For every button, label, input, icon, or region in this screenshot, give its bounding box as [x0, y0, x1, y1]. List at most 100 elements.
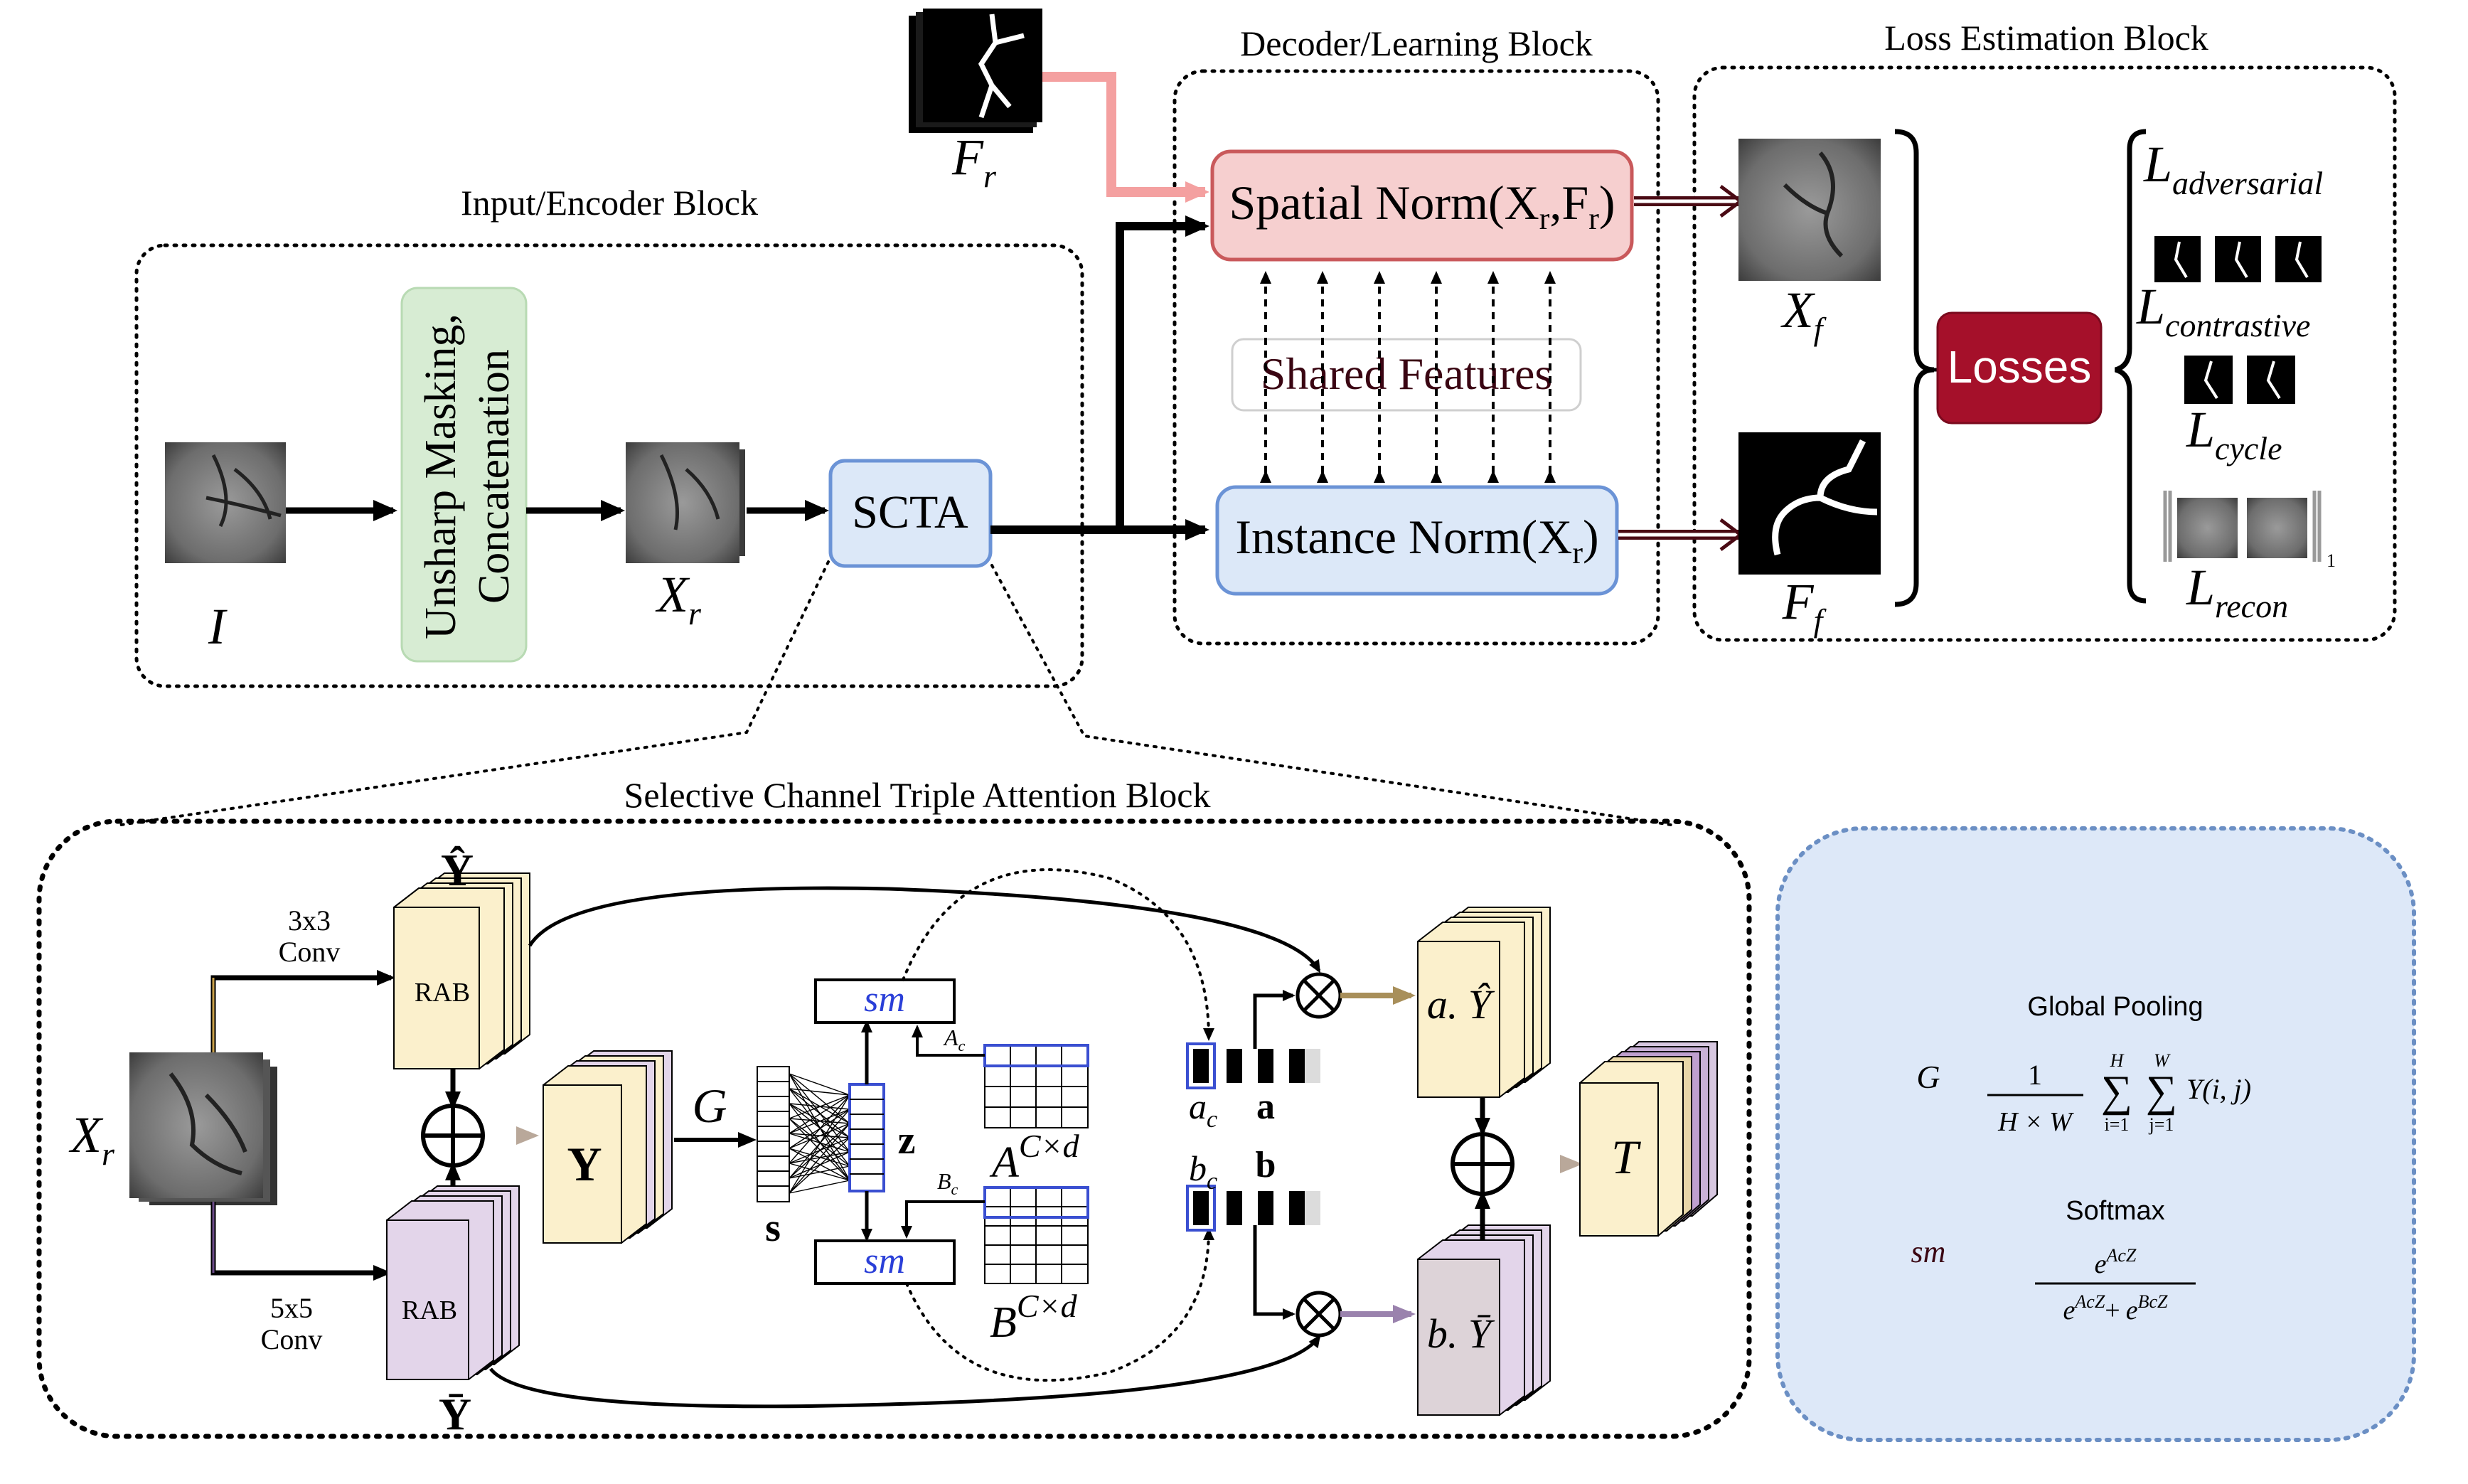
decoder-frame [1172, 69, 1660, 646]
b-matrix-label: BC×d [990, 1288, 1078, 1347]
y-stack [543, 1050, 673, 1244]
s-label: s [765, 1206, 781, 1250]
svg-text:Y(i, j): Y(i, j) [2186, 1073, 2251, 1105]
b-ybar-label: b. Ȳ [1427, 1310, 1495, 1357]
ff-label: Ff [1782, 573, 1827, 639]
cycle-thumbnails [2184, 356, 2295, 404]
g-label: G [692, 1079, 727, 1133]
b-to-mult-bottom [1253, 1225, 1296, 1320]
rab-top-label: RAB [415, 978, 470, 1008]
input-encoder-frame [134, 243, 1084, 688]
decoder-title: Decoder/Learning Block [1240, 23, 1593, 63]
sum-node-left [421, 1104, 485, 1168]
svg-text:1: 1 [2028, 1059, 2042, 1091]
scta-xr-image [129, 1052, 277, 1205]
svg-text:W: W [2154, 1050, 2171, 1071]
arrow-fr-to-spatial [1042, 72, 1209, 203]
svg-text:H: H [2110, 1050, 2125, 1071]
a-yhat-stack [1417, 907, 1551, 1098]
arc-sm-bottom-to-bc [905, 1227, 1214, 1382]
b-vector [1186, 1185, 1320, 1232]
shared-features-label: Shared Features [1261, 348, 1553, 399]
softmax-title: Softmax [2066, 1196, 2164, 1226]
loss-contrastive: Lcontrastive [2136, 278, 2310, 343]
input-xray-image [165, 442, 286, 563]
a-to-mult-top [1253, 990, 1296, 1049]
input-encoder-title: Input/Encoder Block [461, 183, 758, 223]
loss-adversarial: Ladversarial [2143, 136, 2323, 201]
loss-recon: Lrecon [2186, 559, 2288, 624]
global-pooling-formula: 1 H × W H ∑ i=1 W ∑ j=1 Y(i, j) [1987, 1050, 2251, 1137]
zoom-line-right [990, 564, 1672, 826]
svg-text:i=1: i=1 [2105, 1114, 2130, 1135]
a-matrix-label: AC×d [989, 1128, 1080, 1187]
recon-norm-subscript: 1 [2327, 550, 2336, 571]
sum-node-right [1451, 1132, 1515, 1196]
mult-node-bottom [1296, 1291, 1342, 1338]
y-label: Y [567, 1137, 602, 1191]
input-label: I [208, 598, 228, 655]
sm-bottom-box [814, 1239, 956, 1285]
recon-thumbnails [2163, 491, 2322, 562]
legend-g-symbol: G [1916, 1059, 1940, 1095]
t-output-stack [1579, 1041, 1718, 1237]
ac-vec-label: ac [1189, 1087, 1217, 1133]
loss-frame [1692, 65, 2397, 642]
global-pooling-title: Global Pooling [2027, 992, 2203, 1022]
ac-small-label: Ac [943, 1025, 966, 1055]
softmax-formula: eAcZ eAcZ+eBcZ [2035, 1245, 2196, 1325]
fr-label: Fr [951, 129, 997, 194]
instance-norm-label: Instance Norm(Xr) [1235, 510, 1598, 570]
a-vector [1186, 1042, 1320, 1089]
unsharp-label-line1: Unsharp Masking, [417, 314, 465, 639]
arrow-scta-to-spatial [1116, 215, 1209, 530]
ac-arrow [912, 1025, 985, 1057]
z-label: z [898, 1119, 916, 1163]
loss-title: Loss Estimation Block [1884, 18, 2208, 58]
output-arrow-ff [1618, 518, 1744, 551]
svg-text:eAcZ: eAcZ [2095, 1245, 2137, 1279]
scta-xr-label: Xr [68, 1106, 115, 1172]
scta-title: Selective Channel Triple Attention Block [624, 775, 1211, 815]
outputs-brace [1894, 129, 1935, 607]
b-ybar-stack [1417, 1224, 1551, 1416]
z-vector [848, 1083, 885, 1192]
sm-top-label: sm [864, 979, 905, 1020]
b-matrix [983, 1186, 1089, 1284]
scta-label: SCTA [852, 486, 968, 538]
svg-text:j=1: j=1 [2149, 1114, 2174, 1135]
unsharp-masking-box [400, 287, 528, 663]
bc-vec-label: bc [1189, 1148, 1217, 1195]
contrastive-thumbnails [2154, 236, 2322, 282]
ybar-skip-curve [489, 1334, 1321, 1409]
t-label: T [1611, 1130, 1641, 1184]
loss-cycle: Lcycle [2186, 401, 2282, 466]
xr-xray-stack [626, 442, 745, 563]
a-yhat-label: a. Ŷ [1427, 981, 1495, 1027]
s-vector [757, 1066, 790, 1202]
spatial-norm-box [1210, 149, 1634, 262]
a-bold-label: a [1256, 1087, 1275, 1127]
zoom-line-left [119, 560, 830, 826]
rab-bottom-stack [386, 1185, 520, 1380]
svg-text:∑: ∑ [2101, 1067, 2132, 1116]
a-matrix [983, 1044, 1089, 1128]
bc-arrow [901, 1200, 985, 1239]
scta-box [828, 459, 993, 568]
rab-top-stack [393, 872, 530, 1069]
conv5-line2: Conv [261, 1323, 323, 1355]
bc-small-label: Bc [937, 1168, 958, 1198]
svg-text:H × W: H × W [1997, 1107, 2074, 1137]
scta-frame [36, 818, 1752, 1439]
legend-panel [1775, 826, 2416, 1442]
losses-button [1936, 311, 2103, 425]
ff-mask-image [1738, 432, 1881, 575]
sm-top-box [814, 978, 956, 1024]
arc-sm-top-to-ac [902, 868, 1214, 1041]
rab-bottom-label: RAB [402, 1296, 457, 1325]
losses-label: Losses [1948, 341, 2092, 393]
conv3-line1: 3x3 [288, 904, 331, 936]
y-hat-label: Ŷ [441, 845, 474, 895]
fr-image-stack [909, 9, 1042, 133]
